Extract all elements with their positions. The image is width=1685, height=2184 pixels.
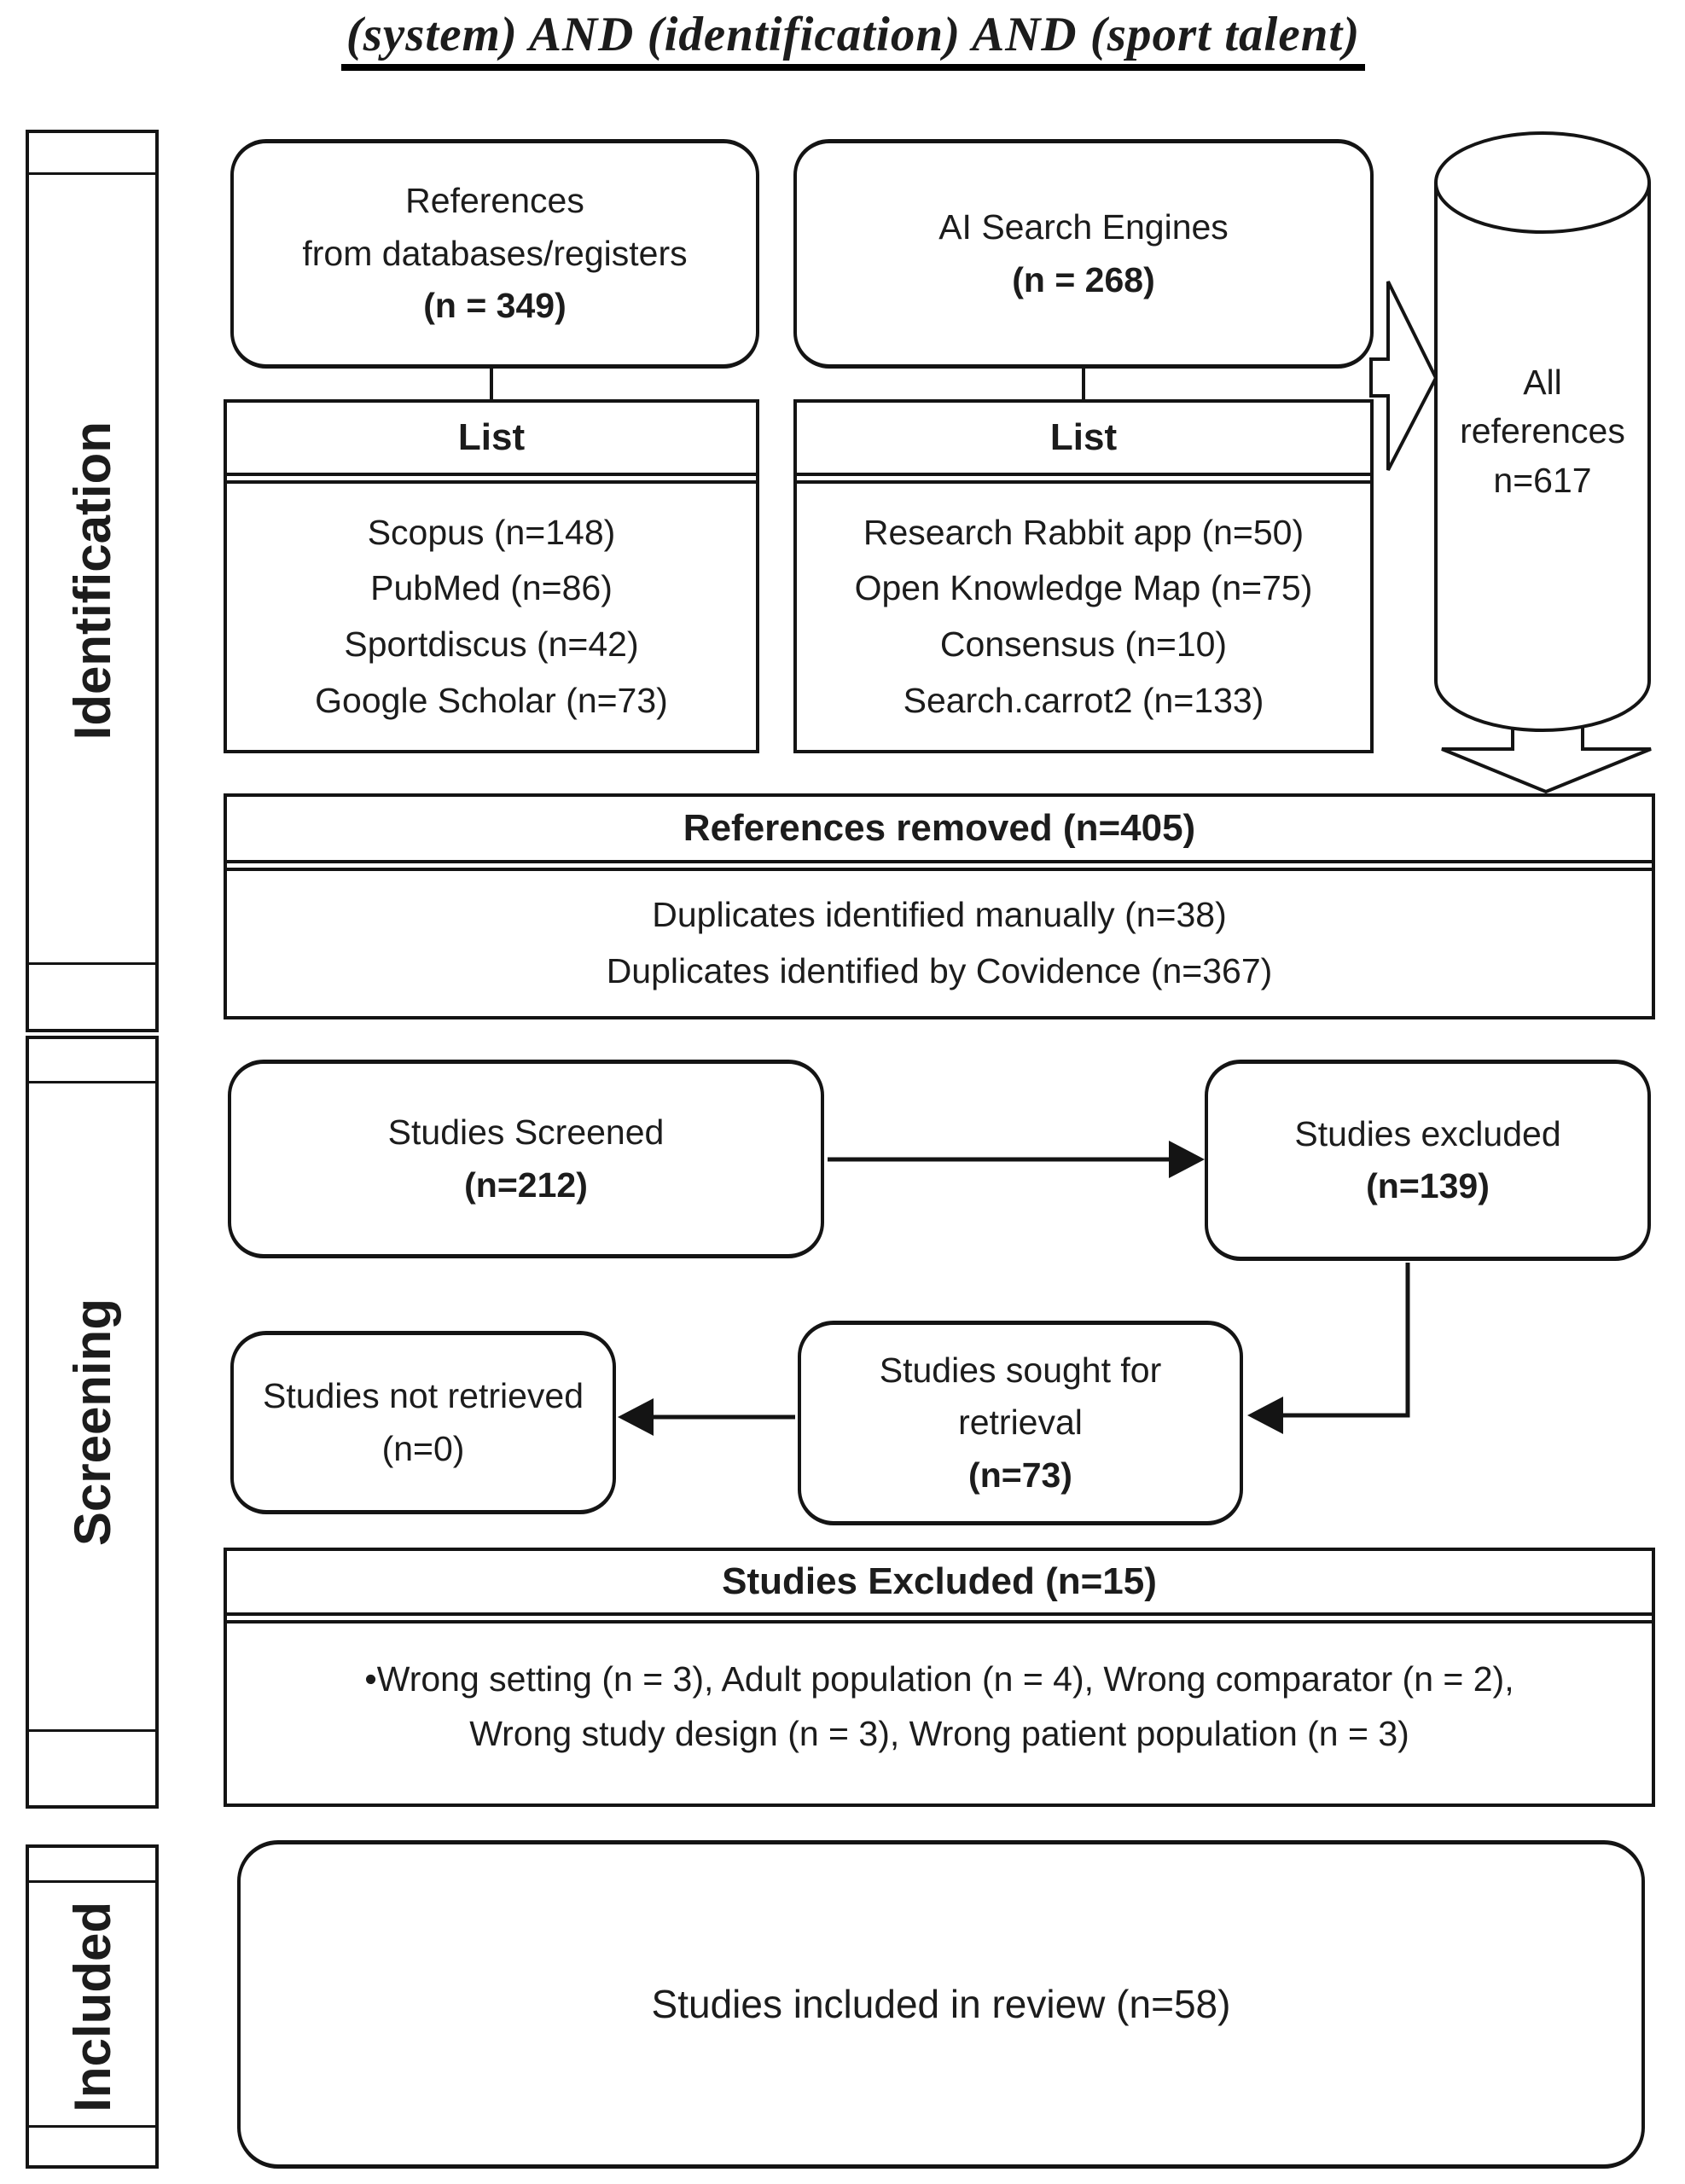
sidebar-divider <box>29 2125 155 2128</box>
references-box: References from databases/registers (n =… <box>230 139 759 369</box>
list-right-header: List <box>1049 416 1118 458</box>
studies-included-box: Studies included in review (n=58) <box>237 1840 1645 2169</box>
all-references-label: All references n=617 <box>1436 358 1649 505</box>
sidebar-divider <box>29 1880 155 1883</box>
all-references-count: n=617 <box>1493 460 1592 500</box>
arrow-sought-to-not-retrieved <box>618 1398 795 1436</box>
studies-screened-line: Studies Screened <box>387 1112 665 1152</box>
list-item: Open Knowledge Map (n=75) <box>854 568 1313 608</box>
references-removed-title: References removed <box>683 807 1053 849</box>
references-box-line: from databases/registers <box>302 233 688 273</box>
studies-sought-line: retrieval <box>958 1403 1083 1443</box>
references-removed-header: References removed (n=405) <box>227 797 1652 860</box>
studies-not-retrieved-count: (n=0) <box>381 1428 465 1468</box>
studies-included-line: Studies included in review (n=58) <box>651 1982 1231 2026</box>
list-right-body: Research Rabbit app (n=50) Open Knowledg… <box>797 484 1370 750</box>
search-query-text: (system) AND (identification) AND (sport… <box>340 7 1366 71</box>
page-title: (system) AND (identification) AND (sport… <box>128 7 1578 71</box>
studies-not-retrieved-box: Studies not retrieved (n=0) <box>230 1331 616 1514</box>
arrow-excluded-to-sought <box>1247 1263 1410 1434</box>
studies-excluded-15-body: •Wrong setting (n = 3), Adult population… <box>227 1623 1652 1804</box>
references-box-count: (n = 349) <box>423 286 567 326</box>
sidebar-divider <box>29 1081 155 1083</box>
list-item: Research Rabbit app (n=50) <box>863 512 1304 552</box>
list-item: Consensus (n=10) <box>939 624 1228 664</box>
studies-excluded-box: Studies excluded (n=139) <box>1205 1060 1651 1261</box>
sidebar-divider <box>29 962 155 965</box>
exclusion-reasons-line: Wrong study design (n = 3), Wrong patien… <box>469 1713 1409 1753</box>
ai-search-box: AI Search Engines (n = 268) <box>793 139 1374 369</box>
studies-sought-box: Studies sought for retrieval (n=73) <box>798 1321 1243 1525</box>
studies-screened-box: Studies Screened (n=212) <box>228 1060 824 1258</box>
studies-excluded-count: (n=139) <box>1366 1166 1490 1205</box>
sidebar-screening-label: Screening <box>63 1298 121 1547</box>
removed-item: Duplicates identified manually (n=38) <box>652 895 1227 935</box>
arrow-screened-to-excluded <box>828 1141 1205 1178</box>
ai-search-box-count: (n = 268) <box>1012 259 1155 299</box>
references-removed-body: Duplicates identified manually (n=38) Du… <box>227 871 1652 1016</box>
references-removed-box: References removed (n=405) Duplicates id… <box>224 793 1655 1019</box>
block-arrow-down-icon <box>1441 721 1652 794</box>
studies-sought-line: Studies sought for <box>879 1350 1162 1390</box>
sidebar-screening: Screening <box>26 1036 159 1809</box>
ai-search-box-line: AI Search Engines <box>938 207 1229 247</box>
header-divider <box>227 860 1652 871</box>
list-left-box: List Scopus (n=148) PubMed (n=86) Sportd… <box>224 399 759 753</box>
header-divider <box>797 473 1370 484</box>
sidebar-divider <box>29 1729 155 1732</box>
references-box-line: References <box>405 181 584 221</box>
sidebar-divider <box>29 172 155 175</box>
list-right-box: List Research Rabbit app (n=50) Open Kno… <box>793 399 1374 753</box>
studies-excluded-line: Studies excluded <box>1294 1113 1561 1153</box>
sidebar-included-label: Included <box>63 1901 121 2112</box>
header-divider <box>227 1612 1652 1623</box>
header-divider <box>227 473 756 484</box>
list-item: Scopus (n=148) <box>367 512 616 552</box>
studies-screened-count: (n=212) <box>464 1165 588 1205</box>
references-removed-count: (n=405) <box>1052 807 1196 849</box>
list-item: Sportdiscus (n=42) <box>344 624 639 664</box>
sidebar-identification-label: Identification <box>63 421 121 741</box>
list-left-body: Scopus (n=148) PubMed (n=86) Sportdiscus… <box>227 484 756 750</box>
all-references-line: All <box>1523 363 1562 402</box>
list-left-header: List <box>457 416 526 458</box>
studies-not-retrieved-line: Studies not retrieved <box>262 1376 584 1415</box>
removed-item: Duplicates identified by Covidence (n=36… <box>606 951 1273 990</box>
studies-excluded-15-box: Studies Excluded (n=15) •Wrong setting (… <box>224 1548 1655 1807</box>
exclusion-reasons-line: •Wrong setting (n = 3), Adult population… <box>364 1659 1514 1699</box>
list-item: Google Scholar (n=73) <box>315 680 668 720</box>
block-arrow-right-icon <box>1369 281 1438 471</box>
sidebar-included: Included <box>26 1844 159 2169</box>
studies-excluded-15-header: Studies Excluded (n=15) <box>722 1560 1157 1602</box>
list-item: Search.carrot2 (n=133) <box>903 680 1264 720</box>
studies-sought-count: (n=73) <box>968 1455 1072 1495</box>
list-item: PubMed (n=86) <box>370 568 613 608</box>
all-references-line: references <box>1460 411 1625 451</box>
sidebar-identification: Identification <box>26 130 159 1032</box>
